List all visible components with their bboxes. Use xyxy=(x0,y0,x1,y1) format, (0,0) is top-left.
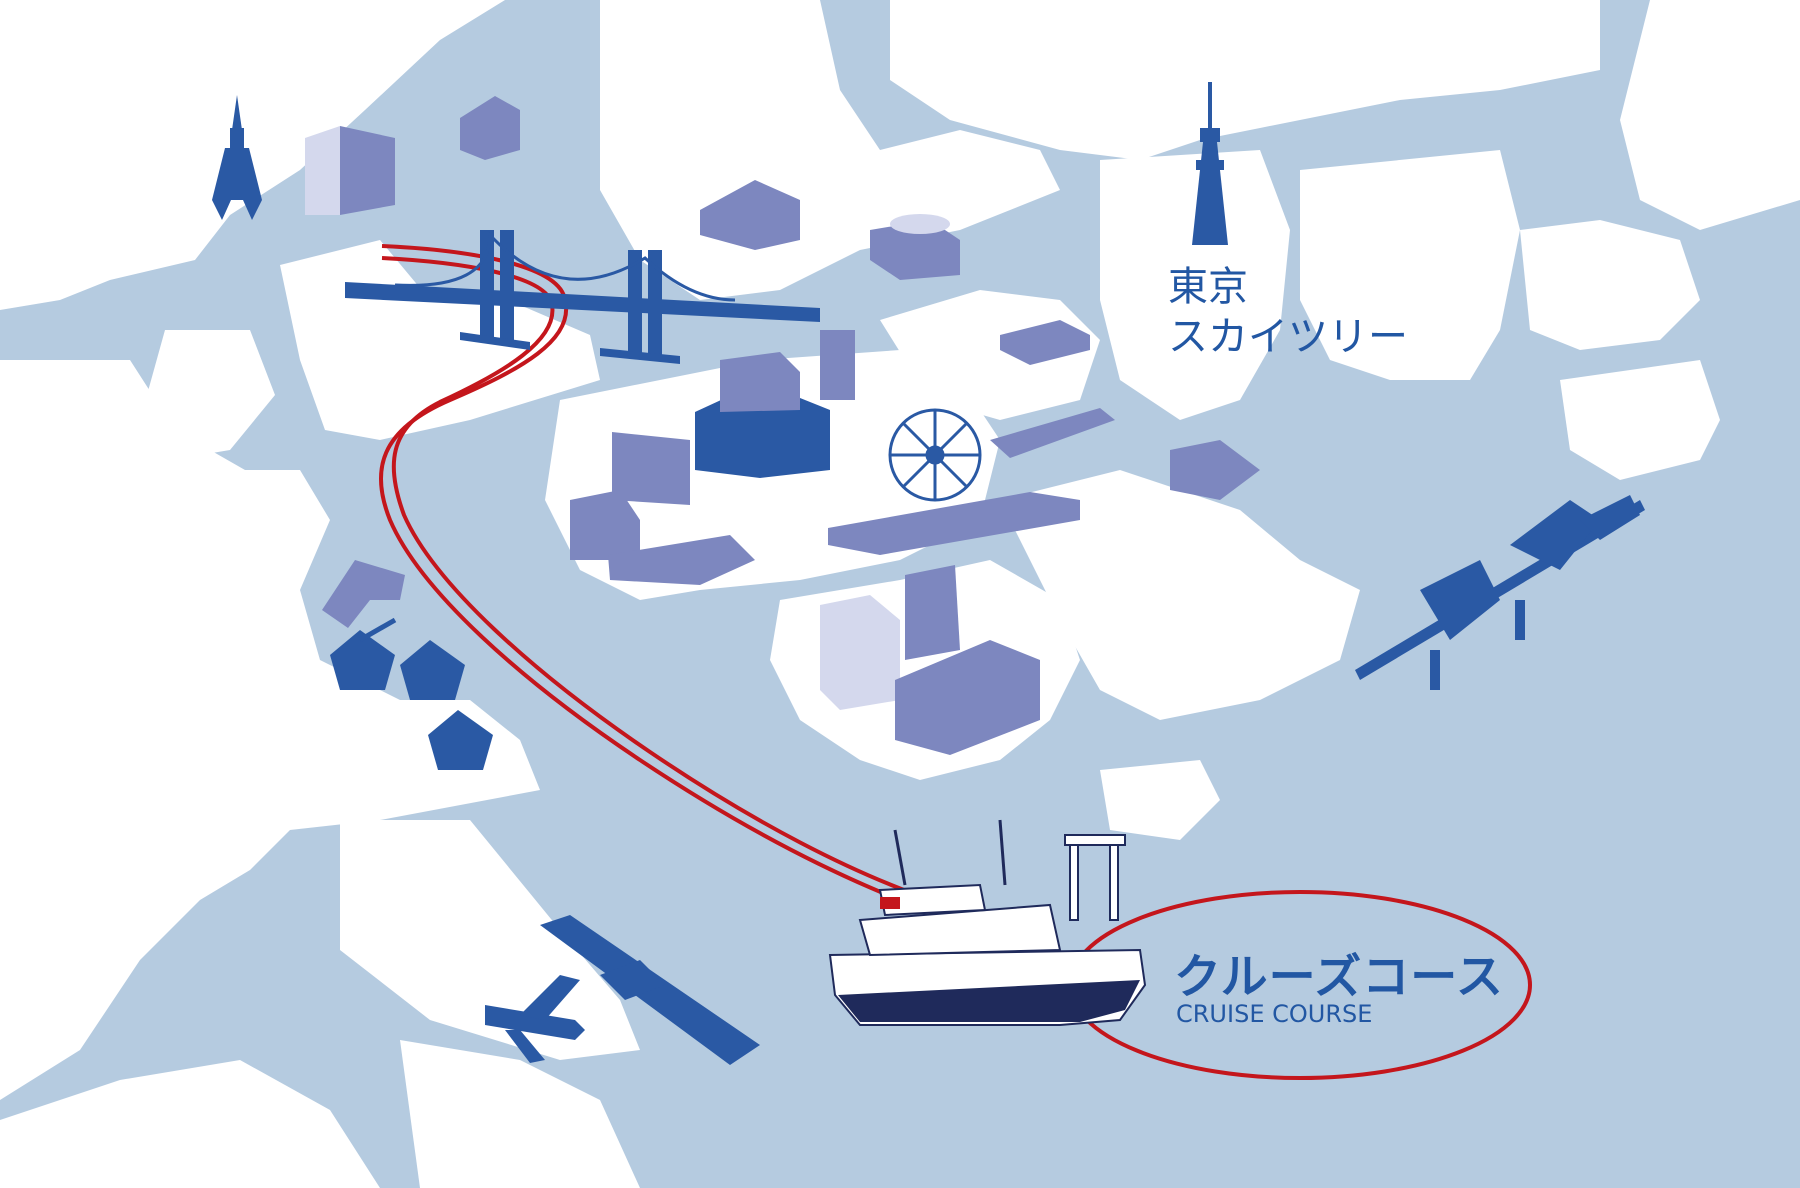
office-buildings-icon xyxy=(305,96,520,215)
airplane-icon xyxy=(485,975,585,1063)
dome-building-icon xyxy=(700,180,960,280)
skytree-label-line2: スカイツリー xyxy=(1168,314,1408,360)
skytree-icon xyxy=(1192,82,1228,245)
waterfront-buildings-icon xyxy=(828,408,1260,555)
city-buildings-icon xyxy=(570,330,855,585)
pier-icon xyxy=(540,915,760,1065)
ferris-wheel-icon xyxy=(888,408,982,502)
cruise-course-title: クルーズコース xyxy=(1174,950,1504,1005)
cranes-icon xyxy=(322,560,493,770)
hall-building-icon xyxy=(1000,320,1090,365)
ship-icon xyxy=(828,819,1147,1026)
rainbow-bridge-icon xyxy=(345,230,820,364)
skytree-label-line1: 東京 xyxy=(1168,264,1248,310)
truss-bridge-icon xyxy=(1355,495,1645,690)
cruise-course-subtitle: CRUISE COURSE xyxy=(1176,1000,1373,1028)
tokyo-tower-icon xyxy=(212,95,262,220)
tower-buildings-icon xyxy=(820,565,1040,755)
skytree-label: 東京 スカイツリー xyxy=(1168,262,1408,362)
